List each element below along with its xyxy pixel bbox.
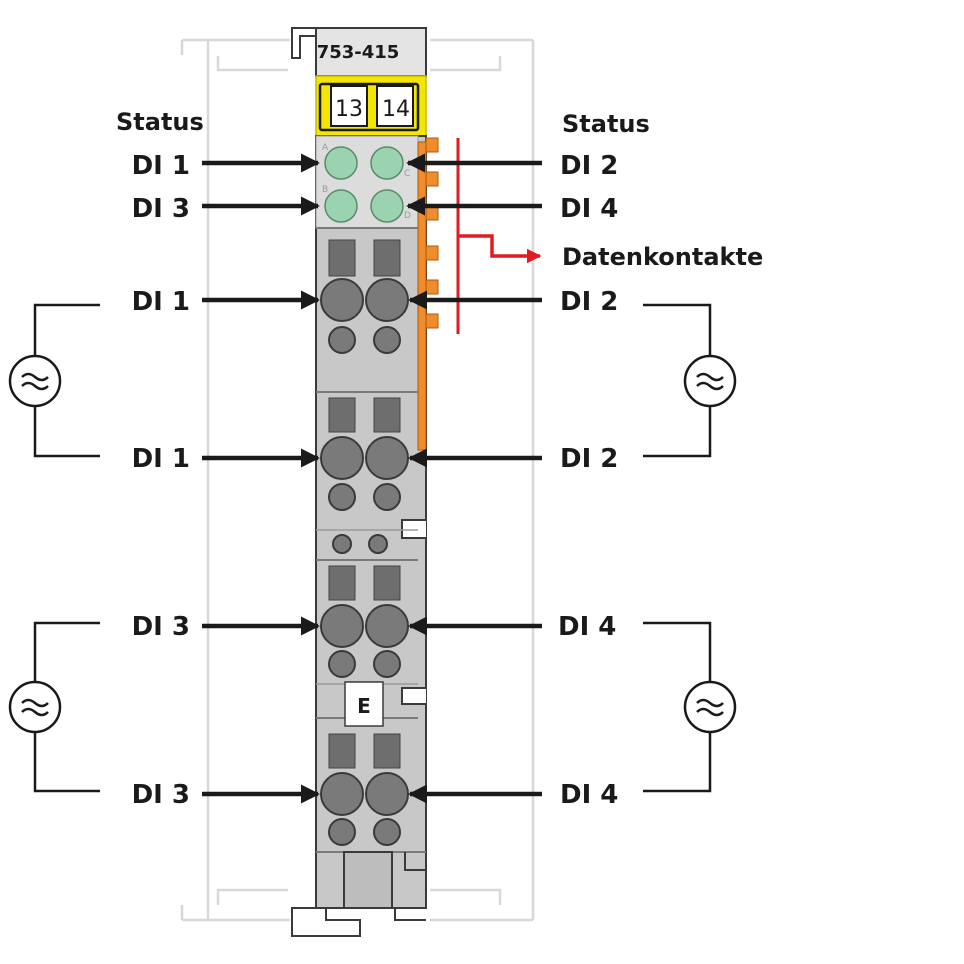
data-contacts-label: Datenkontakte <box>562 243 763 271</box>
led-di4 <box>370 189 404 223</box>
ac-source-icon <box>8 303 100 458</box>
label-terminal-di1-a: DI 1 <box>132 287 190 317</box>
label-status-di3: DI 3 <box>132 194 190 224</box>
label-status-di4: DI 4 <box>560 194 618 224</box>
terminal-di2-bottom <box>365 436 409 480</box>
status-leds <box>324 146 404 223</box>
label-terminal-di4-b: DI 4 <box>560 780 618 810</box>
status-label-right: Status <box>562 110 650 138</box>
label-terminal-di4-a: DI 4 <box>558 612 616 642</box>
ghost-neighbour-modules <box>180 38 535 922</box>
terminal-di4-bottom <box>365 772 409 816</box>
label-terminal-di3-a: DI 3 <box>132 612 190 642</box>
led-di1 <box>324 146 358 180</box>
labels: Status Status DI 1 DI 3 DI 2 DI 4 Datenk… <box>116 108 763 810</box>
io-module: A C B D <box>291 27 439 937</box>
terminal-di4-top <box>365 604 409 648</box>
channel-label-13: 13 <box>335 97 363 122</box>
module-marker: E <box>357 694 371 718</box>
ac-source-icon <box>8 621 100 793</box>
svg-text:B: B <box>322 185 328 195</box>
status-label-left: Status <box>116 108 204 136</box>
data-contacts-indicator <box>456 138 542 334</box>
signal-arrows <box>202 153 542 804</box>
ac-source-icon <box>643 303 737 458</box>
svg-text:D: D <box>404 211 411 221</box>
label-terminal-di2-a: DI 2 <box>560 287 618 317</box>
label-terminal-di3-b: DI 3 <box>132 780 190 810</box>
terminal-groups <box>316 227 426 846</box>
label-status-di2: DI 2 <box>560 151 618 181</box>
channel-label-14: 14 <box>382 97 410 122</box>
label-terminal-di1-b: DI 1 <box>132 444 190 474</box>
terminal-di1-bottom <box>320 436 364 480</box>
terminal-di3-top <box>320 604 364 648</box>
terminal-di2-top <box>365 278 409 322</box>
terminal-di1-top <box>320 278 364 322</box>
ac-sources <box>8 303 737 793</box>
svg-text:A: A <box>322 143 329 153</box>
svg-text:C: C <box>404 169 410 179</box>
led-di3 <box>324 189 358 223</box>
ac-source-icon <box>643 621 737 793</box>
label-terminal-di2-b: DI 2 <box>560 444 618 474</box>
label-status-di1: DI 1 <box>132 151 190 181</box>
terminal-di3-bottom <box>320 772 364 816</box>
part-number: 753-415 <box>317 42 400 63</box>
led-di2 <box>370 146 404 180</box>
